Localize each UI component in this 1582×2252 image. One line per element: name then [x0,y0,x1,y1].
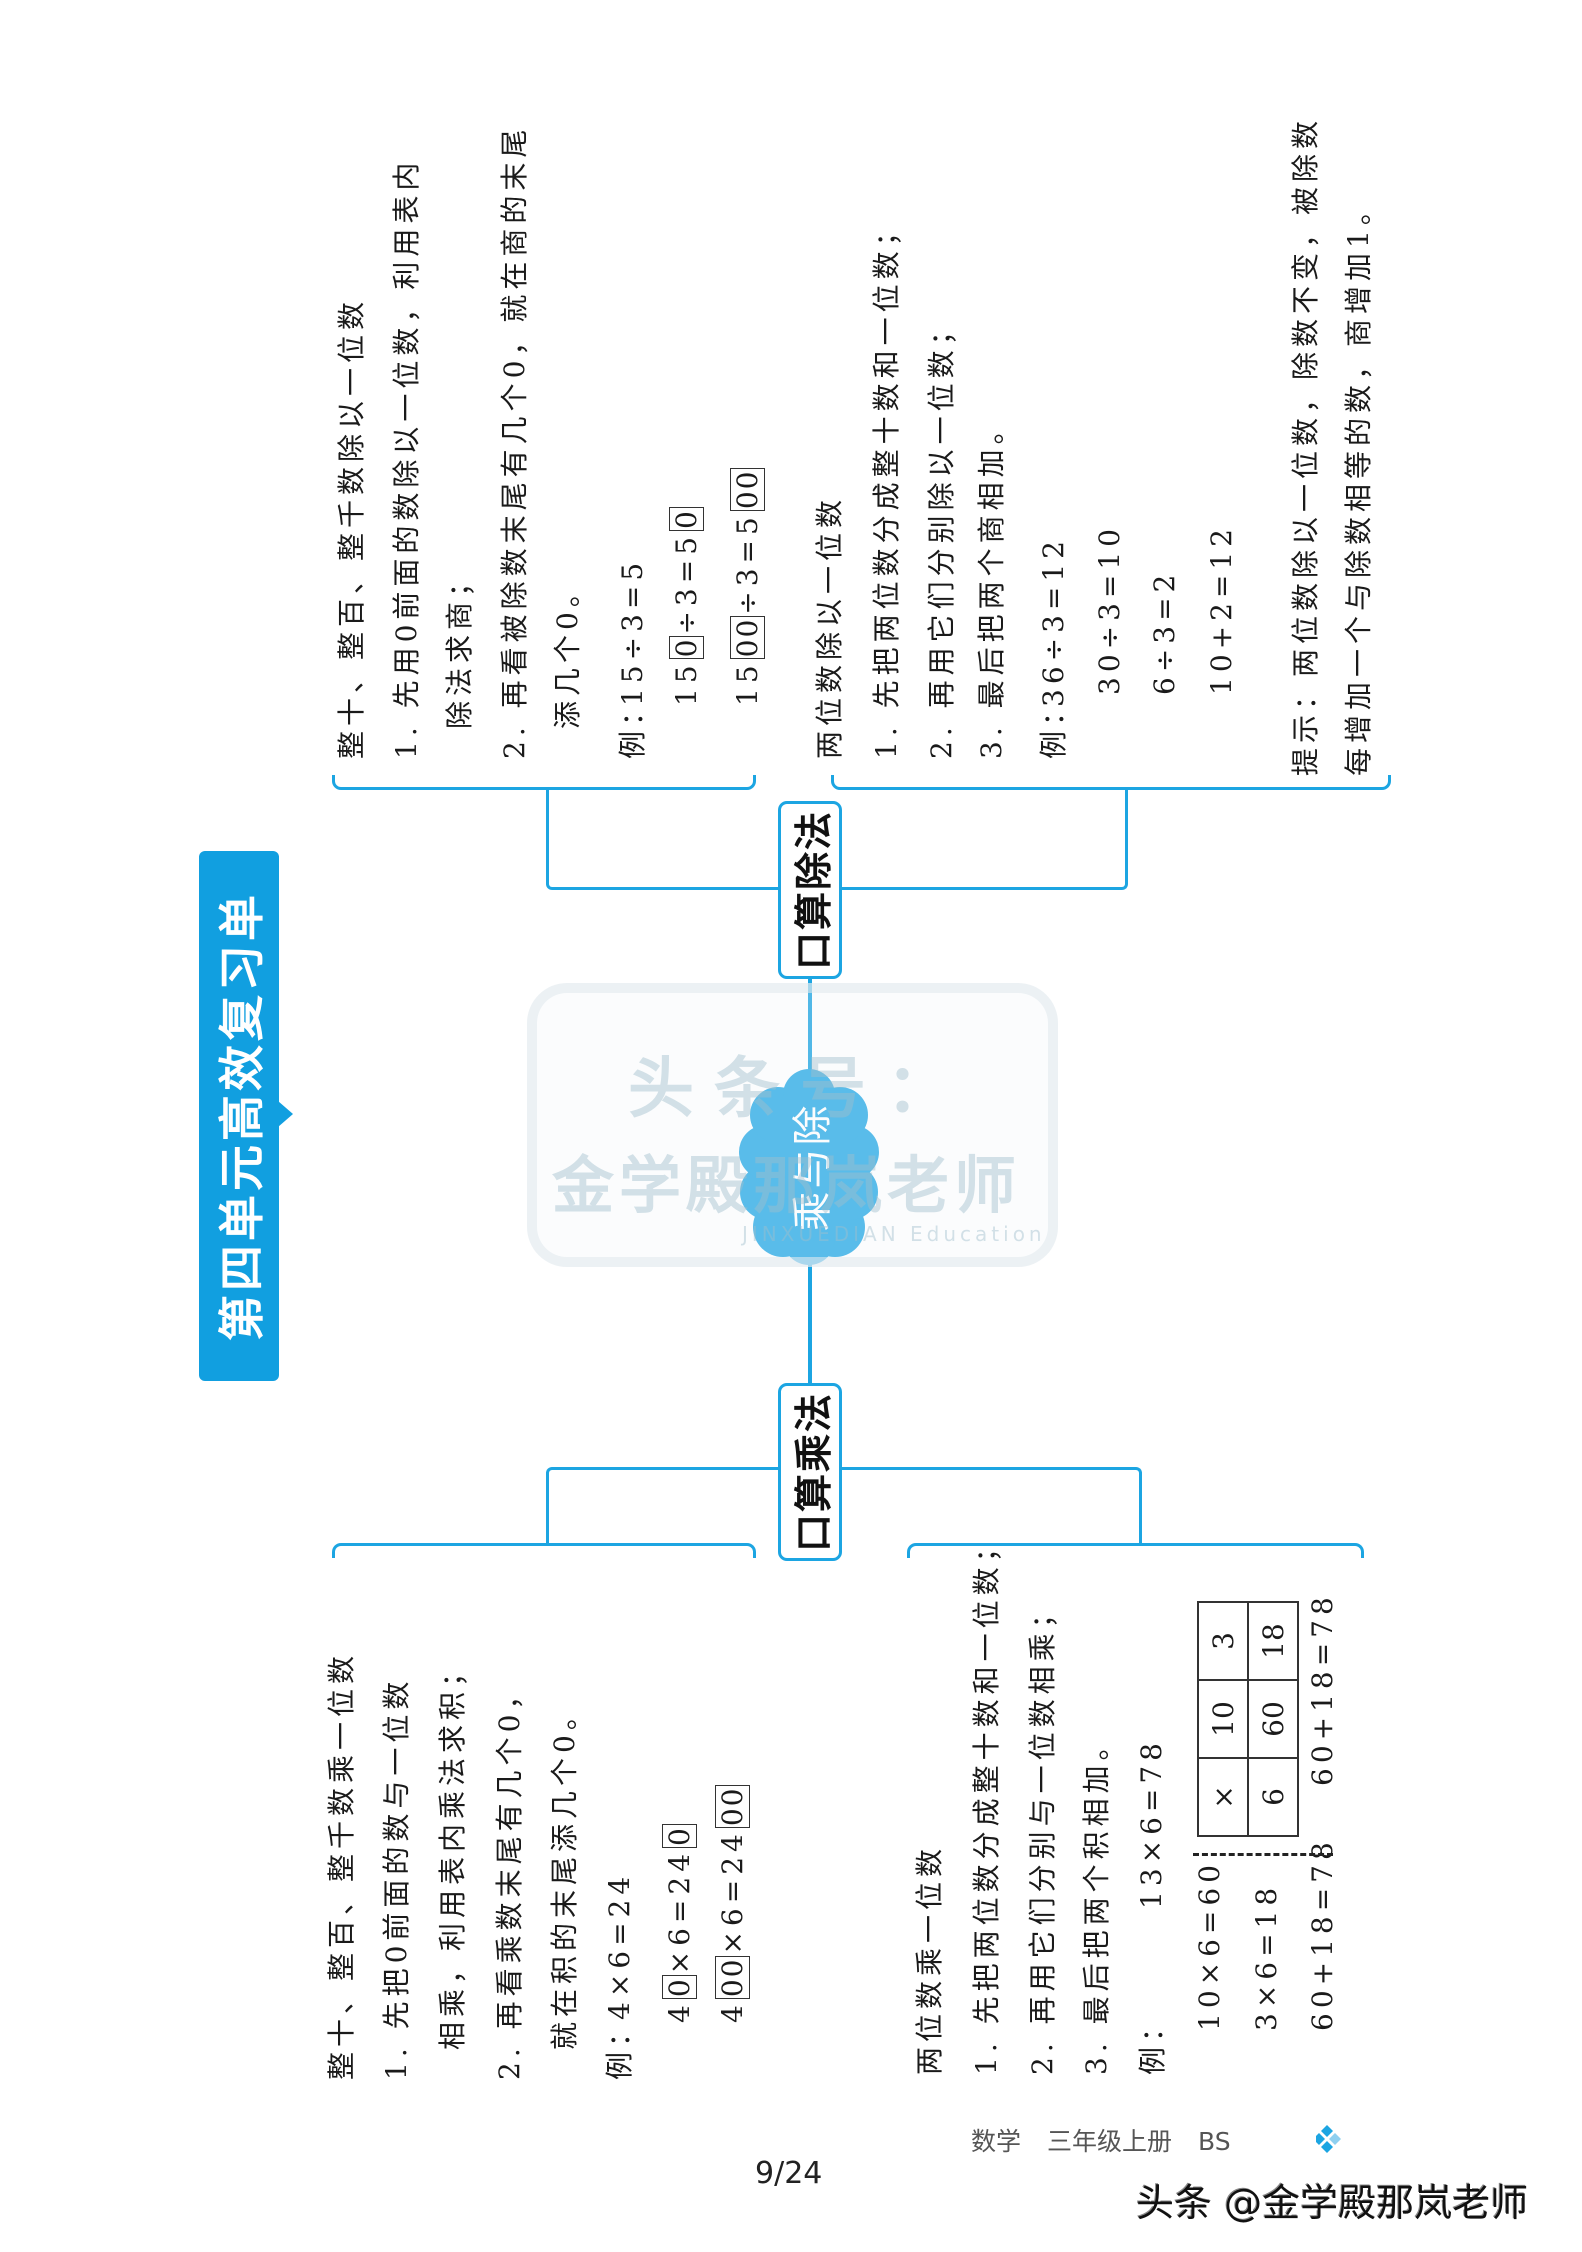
part: ×6=24 [663,1848,696,1975]
div-g2-ex1: 36÷3=12 [1037,536,1070,707]
watermark-line2: 金学殿那岚老师 [552,1149,1022,1222]
div-g1-ex2: 150÷3=50 [669,506,705,706]
mul-g1-ex1: 4×6=24 [603,1871,636,2020]
part: 15 [670,660,703,706]
mul-g1-step1a: 1. 先把0前面的数与一位数 [380,1676,413,2080]
mul-g1-step1b: 相乘，利用表内乘法求积； [436,1653,469,2050]
mul-g2-step2: 2. 再用它们分别与一位数相乘； [1026,1595,1059,2075]
boxed-zeros: 00 [730,467,765,512]
brand-watermark: 头条 @金学殿那岚老师 [1136,2181,1529,2225]
mul-g2-table-sum: 60+18=78 [1306,1592,1339,1786]
div-g1-step2a: 2. 再看被除数末尾有几个0，就在商的末尾 [498,124,531,759]
grid-cell: 3 [1198,1602,1248,1680]
mul-g2-example-label: 例： [1136,2008,1169,2075]
page-title: 第四单元高效复习单 [199,851,279,1381]
grid-row: 6 60 18 [1248,1602,1298,1836]
mul-g1-step2b: 就在积的末尾添几个0。 [548,1697,581,2050]
part: 4 [663,2000,696,2023]
footer-grade: 三年级上册 [1047,2127,1173,2156]
div-g2-ex2: 30÷3=10 [1093,524,1126,695]
div-g2-ex3: 6÷3=2 [1148,569,1181,695]
div-g2-step1: 1. 先把两位数分成整十数和一位数； [870,213,903,759]
boxed-zeros: 00 [730,615,765,660]
div-g2-step3: 3. 最后把两个商相加。 [975,411,1008,759]
boxed-zero: 0 [669,507,704,531]
boxed-zero: 0 [662,1975,697,2000]
div-g2-step2: 2. 再用它们分别除以一位数； [925,312,958,759]
footer-subject: 数学 [971,2127,1022,2156]
footer-edition: BS [1198,2127,1231,2156]
diamond-logo-icon [1316,2125,1341,2153]
part: ÷3=5 [670,531,703,635]
title-pointer [278,1101,293,1127]
multiplication-node: 口算乘法 [778,1383,842,1561]
boxed-zeros: 00 [715,1955,750,2000]
watermark-frame [527,983,1058,1267]
div-g1-step2b: 添几个0。 [551,574,584,729]
watermark-line1: 头条号： [628,1050,972,1127]
div-g1-step1b: 除法求商； [443,563,476,729]
division-bracket-1 [332,775,756,790]
mul-g1-ex3: 400×6=2400 [715,1784,751,2023]
boxed-zero: 0 [669,635,704,660]
div-g2-tip-b: 每增加一个与除数相等的数，商增加1。 [1342,192,1375,776]
division-node: 口算除法 [778,801,842,979]
grid-cell: 10 [1198,1680,1248,1758]
mul-g1-step2a: 2. 再看乘数末尾有几个0， [493,1676,526,2080]
grid-cell: × [1198,1758,1248,1836]
multiplication-branch [546,1467,1142,1546]
mul-g2-calc2: 3×6=18 [1250,1882,1283,2031]
part: 15 [731,660,764,706]
dashed-divider [1193,1853,1333,1856]
mul-g1-heading: 整十、整百、整千数乘一位数 [325,1650,358,2080]
mul-g2-ex-main: 13×6=78 [1135,1738,1168,1909]
div-g1-ex3: 1500÷3=500 [730,467,766,706]
mul-g2-heading: 两位数乘一位数 [913,1843,946,2075]
division-bracket-2 [831,775,1391,790]
cloud-shape [739,1069,879,1265]
page-number: 9/24 [755,2156,823,2191]
div-g1-step1a: 1. 先用0前面的数除以一位数，利用表内 [390,157,423,759]
mul-g1-example-label: 例： [603,2013,636,2080]
mul-g2-step3: 3. 最后把两个积相加。 [1080,1727,1113,2075]
multiplication-bracket-1 [332,1543,756,1558]
footer-book-info: 数学三年级上册 BS [971,2122,1257,2158]
div-g2-ex4: 10+2=12 [1205,524,1238,695]
div-g1-heading: 整十、整百、整千数除以一位数 [335,296,368,759]
div-g2-heading: 两位数除以一位数 [813,494,846,759]
grid-row: × 10 3 [1198,1602,1248,1836]
part: ×6=24 [716,1829,749,1955]
grid-cell: 6 [1248,1758,1298,1836]
boxed-zeros: 00 [715,1784,750,1829]
mul-g2-calc1: 10×6=60 [1193,1860,1226,2031]
mul-g2-step1: 1. 先把两位数分成整十数和一位数； [970,1529,1003,2075]
grid-cell: 60 [1248,1680,1298,1758]
mul-g1-ex2: 40×6=240 [662,1823,698,2023]
part: ÷3=5 [731,512,764,615]
part: 4 [716,2000,749,2023]
multiplication-grid: × 10 3 6 60 18 [1197,1601,1299,1837]
div-g1-ex1: 15÷3=5 [616,557,649,706]
watermark-line3: JINXUEDIAN Education [742,1222,1046,1246]
mul-g2-calc3: 60+18=78 [1306,1837,1339,2031]
grid-cell: 18 [1248,1602,1298,1680]
div-g2-tip-a: 提示：两位数除以一位数，除数不变，被除数 [1289,115,1322,776]
boxed-zero: 0 [662,1824,697,1848]
